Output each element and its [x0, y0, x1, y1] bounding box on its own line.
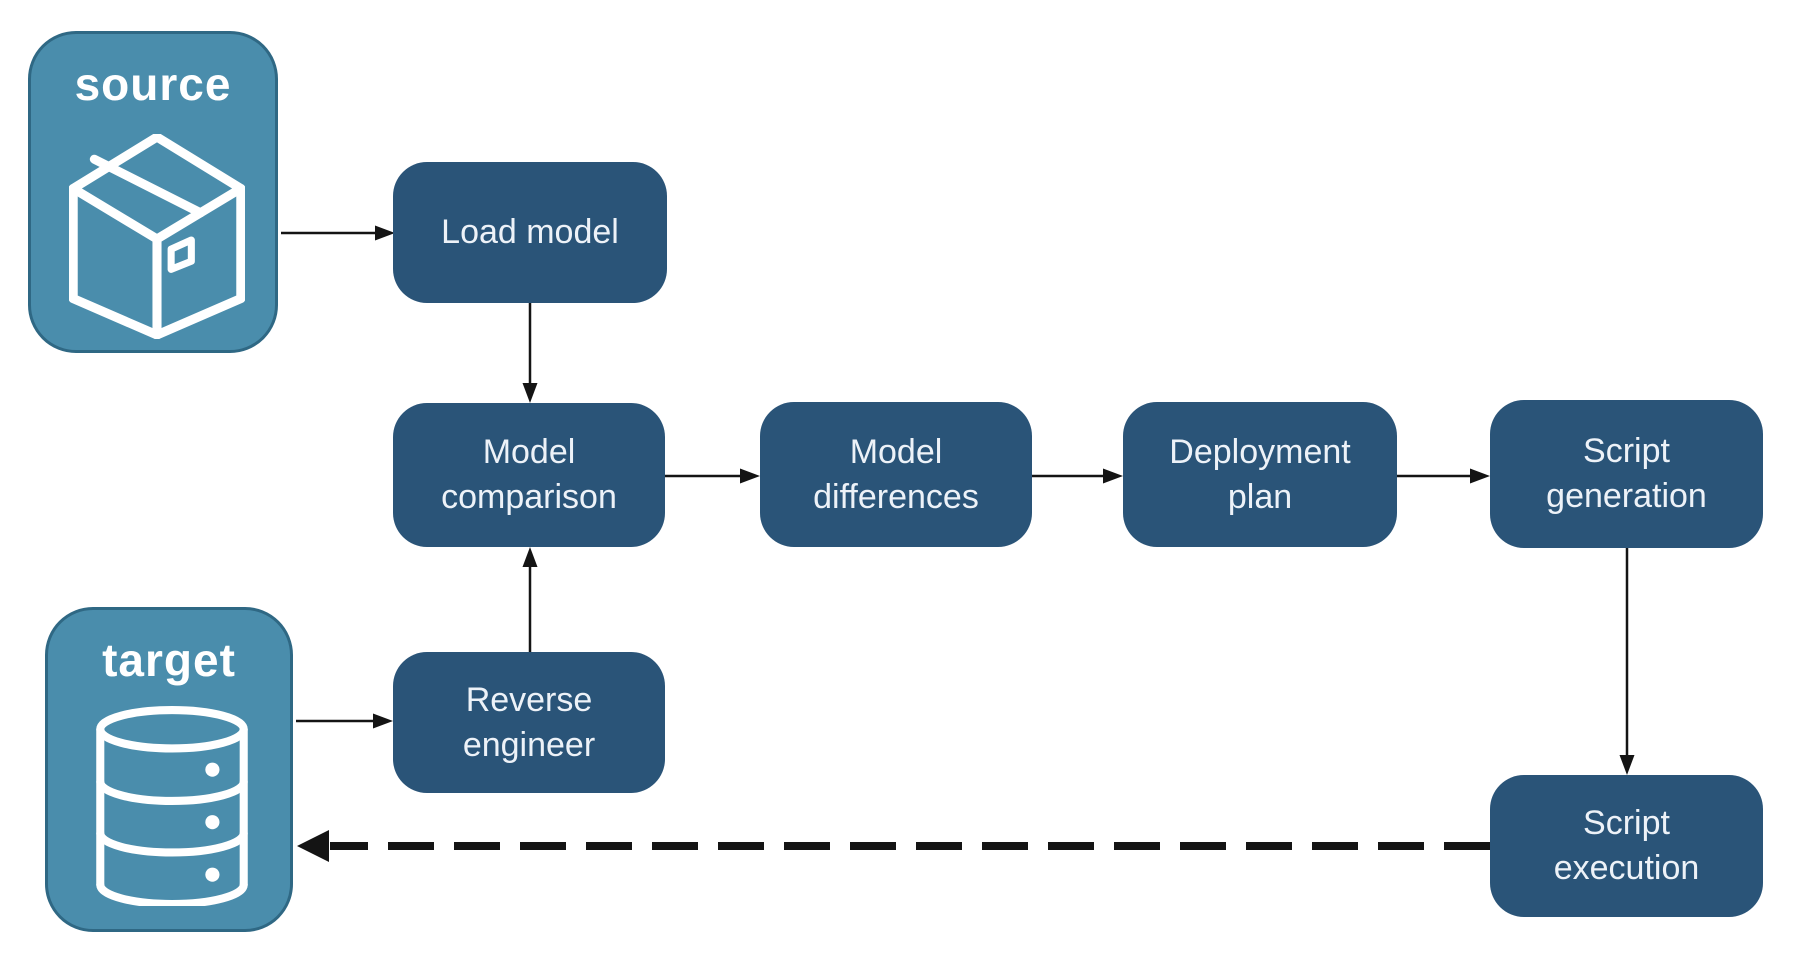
arrow-load-model-to-model-comparison [522, 303, 538, 403]
target-label: target [102, 634, 236, 686]
container-source: source [28, 31, 278, 353]
node-deployment-plan: Deployment plan [1123, 402, 1397, 547]
database-icon [96, 706, 248, 906]
source-label: source [74, 58, 232, 110]
arrow-reverse-engineer-to-model-comparison [522, 547, 538, 652]
arrow-script-generation-to-script-execution [1619, 548, 1635, 775]
node-script-generation: Script generation [1490, 400, 1763, 548]
package-icon [69, 134, 245, 339]
arrow-model-differences-to-deployment-plan [1032, 468, 1123, 484]
arrow-source-to-load-model [281, 225, 395, 241]
arrow-script-execution-to-target [297, 830, 1490, 862]
node-model-differences: Model differences [760, 402, 1032, 547]
container-target: target [45, 607, 293, 932]
node-model-comparison: Model comparison [393, 403, 665, 547]
arrow-deployment-plan-to-script-generation [1397, 468, 1490, 484]
node-load-model: Load model [393, 162, 667, 303]
arrow-model-comparison-to-model-differences [665, 468, 760, 484]
arrow-target-to-reverse-engineer [296, 713, 393, 729]
node-reverse-engineer: Reverse engineer [393, 652, 665, 793]
node-script-execution: Script execution [1490, 775, 1763, 917]
